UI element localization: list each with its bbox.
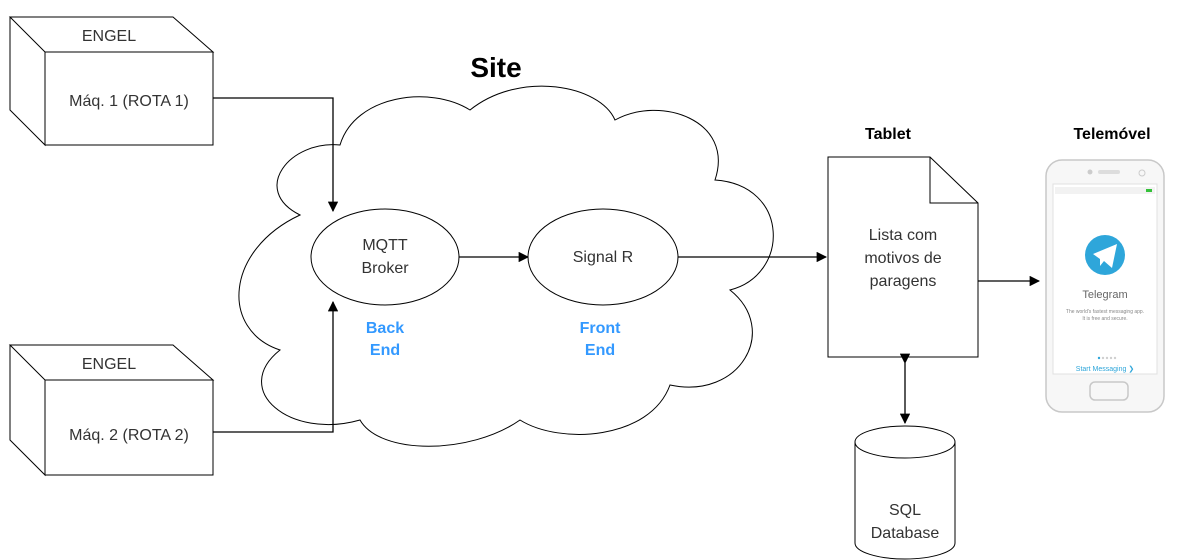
signalr-label: Signal R [573, 249, 633, 266]
backend-label-line1: Back [366, 320, 404, 337]
site-cloud [238, 85, 774, 447]
machine-1-to-mqtt-arrow [213, 97, 339, 213]
sql-database: SQL Database [854, 425, 956, 560]
frontend-label-line1: Front [580, 320, 622, 337]
phone-speaker [1098, 170, 1120, 174]
mqtt-label-line1: MQTT [362, 237, 408, 254]
machine-1-label: Máq. 1 (ROTA 1) [69, 93, 189, 110]
machine-2: ENGEL Máq. 2 (ROTA 2) [8, 344, 215, 477]
telegram-tagline-2: It is free and secure. [1082, 316, 1127, 322]
tablet-text-line1: Lista com [869, 227, 937, 244]
machine-2-to-mqtt-arrow [213, 300, 339, 433]
machine-1-header: ENGEL [82, 28, 136, 45]
page-indicator-dots [1097, 356, 1117, 360]
tablet-document [827, 156, 979, 358]
start-messaging-button[interactable]: Start Messaging ❯ [1076, 365, 1134, 373]
machine-2-label: Máq. 2 (ROTA 2) [69, 427, 189, 444]
frontend-label-line2: End [585, 342, 615, 359]
phone-home-button [1089, 381, 1129, 401]
telegram-app-name: Telegram [1082, 289, 1127, 301]
telegram-tagline-1: The world's fastest messaging app. [1066, 309, 1144, 315]
mqtt-label-line2: Broker [361, 260, 409, 277]
phone-title: Telemóvel [1073, 126, 1150, 143]
machine-2-header: ENGEL [82, 356, 136, 373]
tablet-text-line2: motivos de [864, 250, 941, 267]
smartphone: Telegram The world's fastest messaging a… [1045, 159, 1165, 413]
database-label-line2: Database [871, 525, 940, 542]
site-title: Site [470, 52, 521, 83]
tablet-text-line3: paragens [870, 273, 937, 290]
tablet-title: Tablet [865, 126, 912, 143]
phone-camera-icon [1087, 169, 1093, 175]
tablet-document-fold [929, 157, 978, 204]
machine-1: ENGEL Máq. 1 (ROTA 1) [8, 16, 215, 147]
backend-label-line2: End [370, 342, 400, 359]
mqtt-broker-node [310, 208, 460, 306]
database-label-line1: SQL [889, 502, 921, 519]
